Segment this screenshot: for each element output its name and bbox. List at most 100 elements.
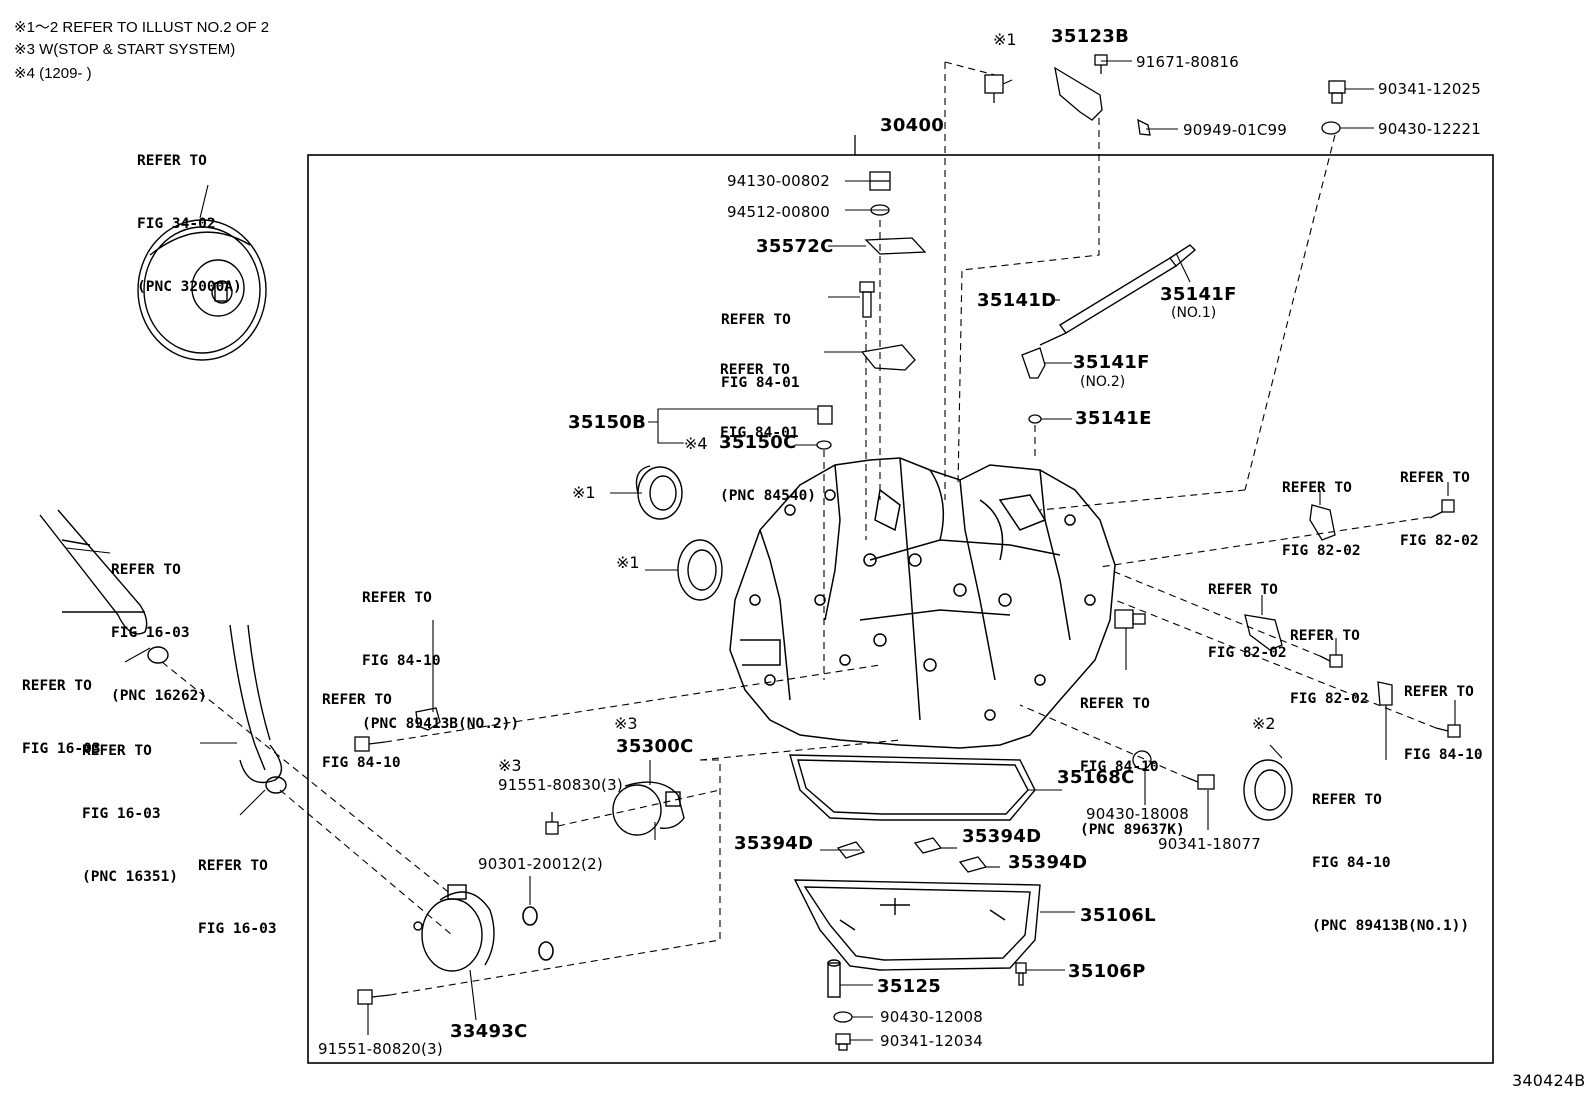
part-90430-18008[interactable]: 90430-18008 — [1086, 805, 1190, 823]
ref-sensor-no2[interactable]: REFER TO FIG 84-10 (PNC 89413B(NO.2)) — [362, 546, 519, 756]
assembly-frame — [307, 154, 1494, 1064]
electric-oil-pump — [413, 884, 495, 972]
ref-bracket-right-a[interactable]: REFER TO FIG 82-02 — [1282, 436, 1361, 583]
part-90949-01c99[interactable]: 90949-01C99 — [1183, 121, 1287, 139]
ref-sensor-bolt-left[interactable]: REFER TO FIG 84-10 — [322, 648, 401, 795]
part-94130-00802[interactable]: 94130-00802 — [727, 172, 831, 190]
part-35141d[interactable]: 35141D — [977, 290, 1057, 311]
breather-plug — [817, 405, 833, 425]
ref-bolt-right-c[interactable]: REFER TO FIG 84-10 — [1404, 640, 1483, 787]
part-90430-12008[interactable]: 90430-12008 — [880, 1008, 984, 1026]
part-90430-12221[interactable]: 90430-12221 — [1378, 120, 1482, 138]
ref-line: FIG 82-02 — [1290, 691, 1369, 707]
ref-line: (PNC 16262) — [111, 688, 208, 704]
ref-switch-84540[interactable]: REFER TO FIG 84-01 (PNC 84540) — [720, 318, 816, 528]
ref-line: FIG 84-10 — [322, 755, 401, 771]
bolt-91551-80820 — [357, 989, 391, 1005]
bolt-right-a — [1429, 499, 1455, 519]
part-35300c[interactable]: 35300C — [616, 736, 694, 757]
part-91551-80820[interactable]: 91551-80820(3) — [318, 1040, 443, 1058]
sensor-89637k — [1114, 609, 1146, 629]
dipstick-no2 — [1021, 347, 1046, 379]
ref-line: FIG 82-02 — [1282, 543, 1361, 559]
ref-line: REFER TO — [720, 362, 790, 378]
ref-line: FIG 82-02 — [1208, 645, 1287, 661]
ref-line: (PNC 16351) — [82, 869, 179, 885]
oil-pan — [793, 879, 1041, 971]
ref-bracket-right-b[interactable]: REFER TO FIG 82-02 — [1208, 538, 1287, 685]
leader-lines — [65, 60, 1456, 1041]
ref-line: FIG 84-10 — [1080, 759, 1159, 775]
ref-line: FIG 16-03 — [111, 625, 190, 641]
part-35572c[interactable]: 35572C — [756, 236, 834, 257]
ref-line: REFER TO — [1208, 582, 1278, 598]
part-35150b[interactable]: 35150B — [568, 412, 647, 433]
ref-hose-upper[interactable]: REFER TO FIG 16-03 (PNC 16262) — [111, 518, 207, 728]
part-35394d-b[interactable]: 35394D — [962, 826, 1042, 847]
ref-bolt-right-a[interactable]: REFER TO FIG 82-02 — [1400, 426, 1479, 573]
ref-line: FIG 84-01 — [721, 375, 800, 391]
part-35106l[interactable]: 35106L — [1080, 905, 1156, 926]
part-35150c[interactable]: 35150C — [719, 432, 797, 453]
ref-bolt-8401[interactable]: REFER TO FIG 84-01 — [721, 268, 800, 415]
bracket-right-a — [1309, 504, 1336, 541]
oil-seal-b — [677, 539, 723, 601]
clip-90949 — [1137, 118, 1151, 136]
illustration-id: 340424B — [1512, 1071, 1586, 1090]
part-35123b[interactable]: 35123B — [1051, 26, 1130, 47]
ref-line: FIG 16-03 — [82, 806, 161, 822]
part-35141f-no1[interactable]: 35141F — [1160, 284, 1237, 305]
part-91551-80830[interactable]: 91551-80830(3) — [498, 776, 623, 794]
sensor-no1 — [1377, 681, 1393, 706]
transmission-case — [729, 457, 1116, 749]
ref-line: (PNC 84540) — [720, 488, 817, 504]
bolt-right-c — [1435, 724, 1461, 738]
part-35394d-a[interactable]: 35394D — [734, 833, 814, 854]
part-35141e[interactable]: 35141E — [1075, 408, 1152, 429]
part-35125[interactable]: 35125 — [877, 976, 942, 997]
part-35141f-no2[interactable]: 35141F — [1073, 352, 1150, 373]
part-35168c[interactable]: 35168C — [1057, 767, 1135, 788]
ref-bolt-right-b[interactable]: REFER TO FIG 82-02 — [1290, 584, 1369, 731]
part-91671-80816[interactable]: 91671-80816 — [1136, 53, 1240, 71]
ref-clamp-upper[interactable]: REFER TO FIG 16-03 — [22, 634, 101, 781]
ref-line: REFER TO — [721, 312, 791, 328]
part-90301-20012[interactable]: 90301-20012(2) — [478, 855, 603, 873]
ref-sensor-89637k[interactable]: REFER TO FIG 84-10 (PNC 89637K) — [1080, 652, 1185, 862]
note-1: ※1～2 REFER TO ILLUST NO.2 OF 2 — [14, 19, 270, 36]
ref-line: FIG 84-01 — [720, 425, 799, 441]
bolt-91551-80830 — [545, 812, 559, 835]
ref-line: REFER TO — [82, 743, 152, 759]
o-ring-35150c — [816, 440, 832, 450]
ref-line: REFER TO — [362, 590, 432, 606]
bolt-left-sensor — [354, 736, 386, 752]
ref-line: FIG 84-10 — [1312, 855, 1391, 871]
ref-line: FIG 84-10 — [362, 653, 441, 669]
bracket-right-b — [1244, 614, 1283, 651]
part-90341-12034[interactable]: 90341-12034 — [880, 1032, 984, 1050]
ref-line: REFER TO — [111, 562, 181, 578]
gasket-90430-12221 — [1321, 121, 1341, 135]
bolt-top-left — [984, 74, 1004, 103]
part-94512-00800[interactable]: 94512-00800 — [727, 203, 831, 221]
part-90341-18077[interactable]: 90341-18077 — [1158, 835, 1262, 853]
ref-line: REFER TO — [1290, 628, 1360, 644]
ref-line: (PNC 89413B(NO.1)) — [1312, 918, 1470, 934]
ref-line: REFER TO — [1312, 792, 1382, 808]
part-35394d-c[interactable]: 35394D — [1008, 852, 1088, 873]
part-30400[interactable]: 30400 — [880, 115, 945, 136]
dipstick-tube — [1039, 244, 1197, 346]
mark-3-a: ※3 — [614, 714, 638, 733]
part-90341-12025[interactable]: 90341-12025 — [1378, 80, 1482, 98]
part-33493c[interactable]: 33493C — [450, 1021, 528, 1042]
ref-clamp-lower[interactable]: REFER TO FIG 16-03 — [198, 814, 277, 961]
ref-hose-lower[interactable]: REFER TO FIG 16-03 (PNC 16351) — [82, 699, 178, 909]
ref-sensor-no1[interactable]: REFER TO FIG 84-10 (PNC 89413B(NO.1)) — [1312, 748, 1469, 958]
ref-line: (PNC 89413B(NO.2)) — [362, 716, 520, 732]
part-35106p[interactable]: 35106P — [1068, 961, 1146, 982]
bracket-35572c — [864, 237, 927, 255]
ref-line: REFER TO — [322, 692, 392, 708]
plug-90341-18077 — [1187, 774, 1215, 790]
ref-torque-converter[interactable]: REFER TO FIG 34-02 (PNC 32000A) — [137, 109, 242, 319]
